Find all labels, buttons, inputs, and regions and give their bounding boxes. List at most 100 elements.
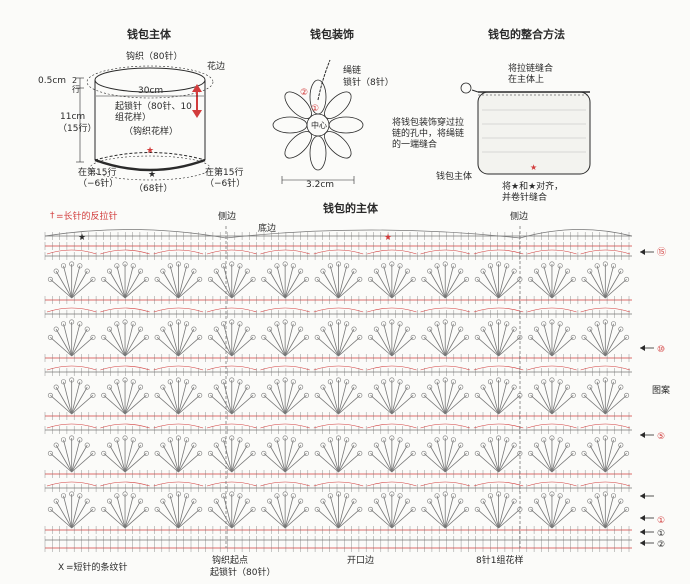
decoration-num-1: ①: [311, 104, 320, 114]
shell-motif: [206, 423, 257, 473]
decoration-num-2: ②: [300, 88, 309, 98]
assembly-align: 将★和★对齐，并卷针缝合: [502, 182, 564, 203]
chart-start-point: 钩织起点: [212, 556, 249, 566]
shell-motif: [527, 365, 577, 415]
shell-motif: [367, 365, 417, 415]
shell-motif: [420, 307, 471, 357]
shell-motif: [580, 423, 631, 473]
row-arrow-head: [640, 540, 645, 546]
shell-motif: [206, 481, 257, 529]
decoration-chain: 绳链: [343, 66, 362, 76]
shell-motif: [153, 481, 204, 529]
shell-motif: [473, 365, 524, 415]
row-marker-15: ⑮: [657, 248, 667, 258]
shell-motif: [46, 423, 97, 473]
chart-opening: 开口边: [347, 556, 375, 566]
width-30cm-label: 30cm: [138, 86, 164, 96]
chart-side-right: 侧边: [510, 212, 529, 222]
shell-motif: [260, 365, 310, 415]
pattern-side-label: 图案: [652, 386, 671, 396]
decoration-center: 中心: [311, 121, 327, 130]
shell-motif: [313, 423, 364, 473]
shell-motif: [100, 307, 150, 357]
right-decrease-label: 在第15行（−6针）: [205, 168, 246, 189]
shell-motif: [206, 307, 257, 357]
shell-motif: [367, 423, 417, 473]
shell-motif: [46, 249, 97, 299]
row-arrow-head: [640, 249, 645, 255]
assembly-title: 钱包的整合方法: [488, 28, 565, 41]
shell-motif: [473, 423, 524, 473]
star-red: ★: [384, 233, 392, 243]
row-marker-5: ⑤: [657, 432, 666, 442]
start-chain-label: 起锁针（80针、10组花样）: [115, 102, 192, 123]
row-arrow-head: [640, 529, 645, 535]
shell-motif: [313, 365, 364, 415]
shell-motif: [527, 249, 577, 299]
shell-motif: [527, 481, 577, 529]
row-marker-10: ⑩: [657, 345, 666, 355]
shell-motif: [367, 249, 417, 299]
row-arrow-head: [640, 432, 645, 438]
shell-motif: [420, 423, 471, 473]
legend-long-label: =长针的反拉针: [56, 212, 118, 222]
assembly-sew-top: 将拉链缝合在主体上: [508, 64, 554, 85]
shell-motif: [153, 365, 204, 415]
shell-motif: [473, 481, 524, 529]
row-marker-1: ①: [657, 516, 666, 526]
row-arrow-head: [640, 515, 645, 521]
chart-title: 钱包的主体: [323, 202, 378, 215]
rows-15-label: （15行）: [58, 124, 97, 134]
row-arrow-head: [640, 493, 645, 499]
chart-repeat: 8针1组花样: [476, 556, 524, 566]
shell-motif: [367, 481, 417, 529]
shell-motif: [100, 249, 150, 299]
shell-motif: [260, 423, 310, 473]
legend-short-symbol: ꓫ: [58, 563, 65, 573]
chart-start-chain: 起锁针（80针）: [210, 568, 276, 578]
decoration-chain-count: 锁针（8针）: [343, 78, 394, 88]
left-decrease-label: 在第15行（−6针）: [78, 168, 119, 189]
shell-motif: [100, 423, 150, 473]
chart-bottom-edge: 底边: [258, 224, 277, 234]
shell-motif: [473, 249, 524, 299]
chart-side-left: 侧边: [218, 212, 237, 222]
shell-motif: [46, 481, 97, 529]
height-11cm-label: 11cm: [60, 112, 86, 122]
shell-motif: [580, 365, 631, 415]
shell-motif: [580, 481, 631, 529]
shell-motif: [100, 481, 150, 529]
shell-motif: [473, 307, 524, 357]
border-label: 花边: [207, 62, 226, 72]
decoration-title: 钱包装饰: [310, 28, 354, 41]
shell-motif: [420, 481, 471, 529]
shell-motif: [46, 365, 97, 415]
bottom-68-label: （68针）: [134, 184, 173, 194]
shell-motif: [313, 249, 364, 299]
shell-motif: [100, 365, 150, 415]
shell-motif: [153, 307, 204, 357]
shell-motif: [367, 307, 417, 357]
shell-motif: [153, 423, 204, 473]
top-arc: [519, 229, 633, 239]
shell-motif: [420, 249, 471, 299]
legend-long-symbol: †: [50, 211, 55, 221]
top-arc: [225, 229, 521, 239]
shell-motif: [527, 307, 577, 357]
height-05cm-label: 0.5cm: [38, 76, 67, 86]
main-body-title: 钱包主体: [127, 28, 171, 41]
star-black: ★: [78, 233, 86, 243]
top-arc: [44, 229, 227, 239]
row-arrow-head: [640, 345, 645, 351]
assembly-body-label: 钱包主体: [436, 172, 473, 182]
shell-motif: [580, 249, 631, 299]
shell-motif: [580, 307, 631, 357]
shell-motif: [260, 307, 310, 357]
row-marker-1b: ①: [657, 529, 666, 539]
shell-motif: [420, 365, 471, 415]
shell-motif: [313, 307, 364, 357]
decoration-width: 3.2cm: [306, 180, 335, 190]
assembly-thread-through: 将钱包装饰穿过拉链的孔中，将绳链的一端缝合: [392, 118, 465, 150]
shell-motif: [206, 365, 257, 415]
